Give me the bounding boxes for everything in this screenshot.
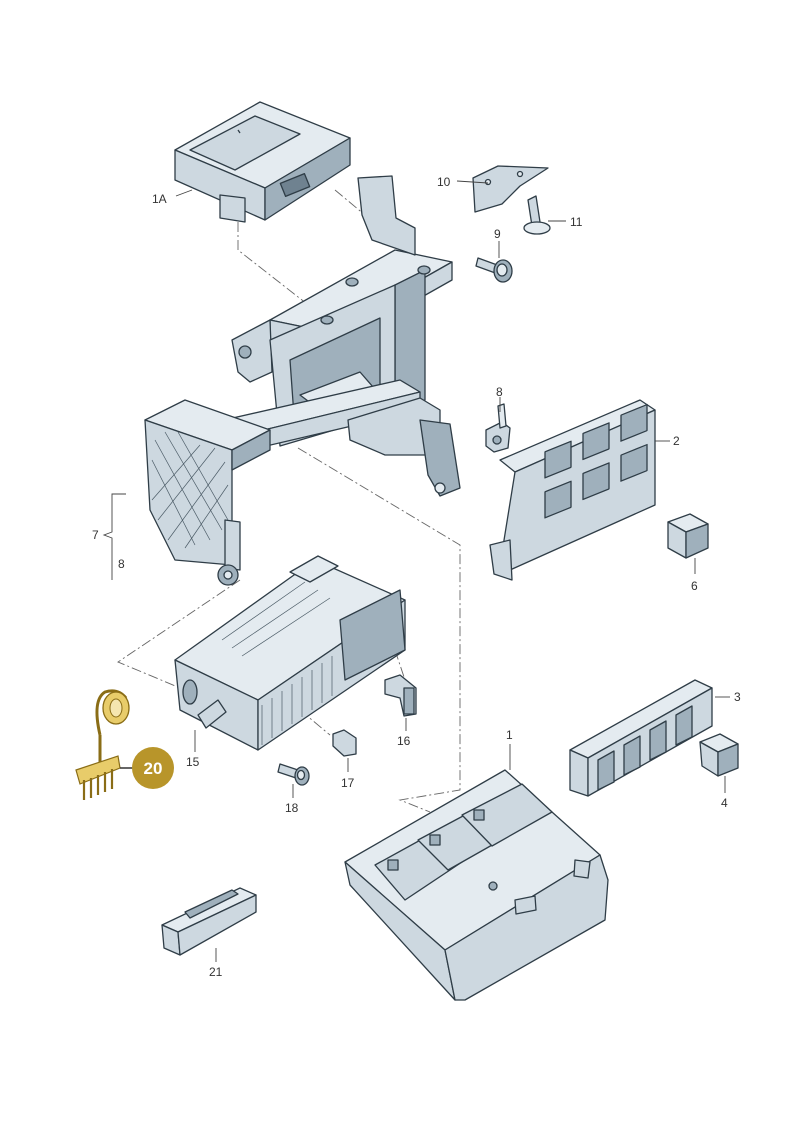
label-part-16: 16 bbox=[397, 734, 411, 748]
label-part-20: 20 bbox=[144, 759, 163, 778]
label-part-10: 10 bbox=[437, 175, 451, 189]
label-part-4: 4 bbox=[721, 796, 728, 810]
label-part-3: 3 bbox=[734, 690, 741, 704]
part-20-highlight-badge[interactable]: 20 bbox=[132, 747, 174, 789]
label-part-18: 18 bbox=[285, 801, 299, 815]
part-15-fuse-holder[interactable] bbox=[174, 555, 406, 751]
part-16-fuse[interactable] bbox=[384, 674, 417, 717]
part-18-screw[interactable] bbox=[277, 763, 310, 786]
label-part-9: 9 bbox=[494, 227, 501, 241]
part-1-central-control-unit[interactable] bbox=[344, 769, 609, 1001]
label-part-11: 11 bbox=[570, 215, 583, 229]
part-10-bracket-plate[interactable] bbox=[472, 165, 549, 213]
part-7-main-carrier-bracket[interactable] bbox=[144, 175, 461, 586]
part-21-retaining-clip[interactable] bbox=[161, 887, 257, 956]
label-part-2: 2 bbox=[673, 434, 680, 448]
label-part-8-clip: 8 bbox=[496, 385, 503, 399]
label-part-8-bracket: 8 bbox=[118, 557, 125, 571]
part-9-screw[interactable] bbox=[475, 257, 513, 283]
label-part-21: 21 bbox=[209, 965, 223, 979]
label-part-7: 7 bbox=[92, 528, 99, 542]
callout-labels: 1A 10 11 9 8 2 7 8 6 3 1 16 15 17 4 18 2… bbox=[92, 175, 741, 979]
highlight-badge-circle bbox=[132, 747, 174, 789]
leader-lines bbox=[102, 180, 730, 962]
part-1a-control-module[interactable] bbox=[174, 101, 351, 223]
part-17-mini-fuse[interactable] bbox=[332, 729, 357, 757]
label-part-1a: 1A bbox=[152, 192, 167, 206]
part-6-relay[interactable] bbox=[667, 513, 709, 559]
part-3-fuse-carrier-strip[interactable] bbox=[569, 679, 713, 797]
label-part-17: 17 bbox=[341, 776, 355, 790]
part-20-pin-strip-highlighted[interactable] bbox=[75, 689, 130, 800]
label-part-1: 1 bbox=[506, 728, 513, 742]
label-part-15: 15 bbox=[186, 755, 200, 769]
part-2-relay-carrier[interactable] bbox=[489, 399, 656, 581]
part-8-clip[interactable] bbox=[485, 403, 511, 453]
label-part-6: 6 bbox=[691, 579, 698, 593]
part-11-expansion-rivet[interactable] bbox=[523, 195, 551, 235]
part-4-relay[interactable] bbox=[699, 733, 739, 777]
